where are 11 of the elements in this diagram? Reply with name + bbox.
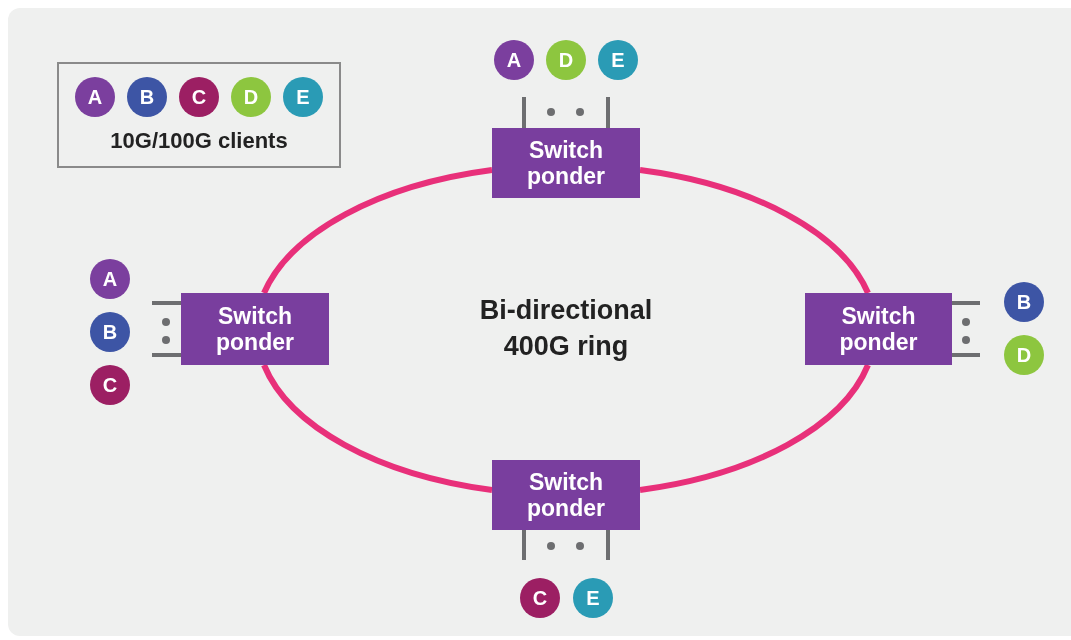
ring-label: Bi-directional 400G ring [478,294,654,363]
legend-box [57,62,341,168]
ring-segment [639,167,871,295]
ring-segment [261,167,493,295]
device-box: Switch ponder [492,128,640,198]
ring-segment [261,363,493,493]
ring-segment [639,363,871,493]
device-box: Switch ponder [181,293,329,365]
legend-caption: 10G/100G clients [110,128,288,154]
device-box: Switch ponder [492,460,640,530]
device-box: Switch ponder [805,293,952,365]
